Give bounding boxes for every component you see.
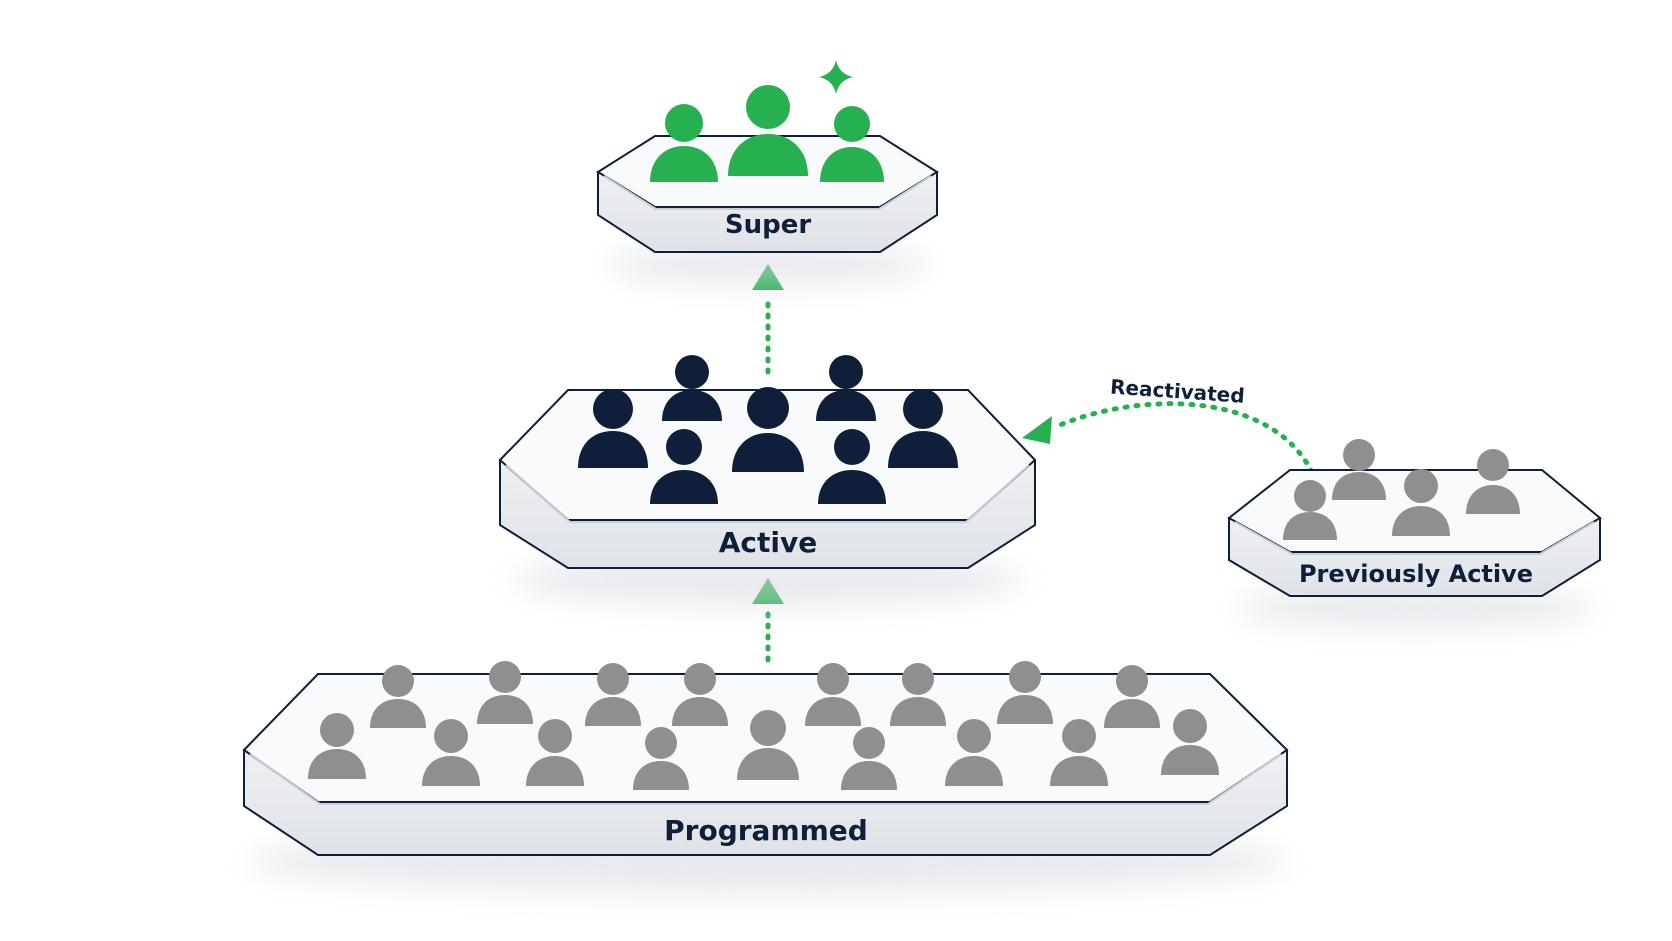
user-icon: [890, 663, 946, 726]
user-icon: [585, 663, 641, 726]
user-icon: [1161, 709, 1219, 775]
user-icon: [737, 710, 799, 780]
active-users: [578, 355, 958, 504]
programmed-users: [308, 661, 1219, 790]
user-icon: [1050, 719, 1108, 786]
user-icon: [841, 727, 897, 790]
user-icon: [820, 106, 884, 182]
active-label: Active: [719, 526, 818, 559]
user-icon: [1332, 439, 1386, 500]
reactivated-label: Reactivated: [1109, 374, 1245, 407]
user-icon: [578, 389, 648, 468]
user-icon: [816, 355, 876, 421]
super-label: Super: [725, 210, 811, 240]
user-icon: [650, 429, 718, 504]
user-icon: [728, 85, 808, 176]
platform-super: Super: [596, 135, 939, 285]
user-icon: [805, 663, 861, 726]
user-icon: [818, 429, 886, 504]
user-icon: [1466, 449, 1520, 514]
previously-active-label: Previously Active: [1299, 560, 1533, 588]
user-icon: [1104, 665, 1160, 728]
previously-active-users: [1283, 439, 1520, 540]
user-icon: [672, 663, 728, 726]
user-icon: [945, 719, 1003, 786]
arrowhead-left: [1022, 416, 1052, 444]
sparkle-icon: [819, 60, 853, 94]
user-icon: [370, 665, 426, 728]
user-icon: [477, 661, 533, 724]
user-icon: [526, 719, 584, 786]
user-icon: [1392, 469, 1450, 536]
super-users: [650, 60, 884, 182]
user-icon: [633, 727, 689, 790]
user-icon: [997, 661, 1053, 724]
user-icon: [650, 104, 718, 182]
arrow-reactivated: Reactivated: [1022, 374, 1315, 475]
user-icon: [1283, 480, 1337, 540]
user-icon: [732, 387, 804, 472]
user-icon: [662, 355, 722, 421]
user-icon: [422, 719, 480, 786]
user-icon: [888, 389, 958, 468]
programmed-label: Programmed: [664, 814, 868, 847]
user-icon: [308, 713, 366, 779]
